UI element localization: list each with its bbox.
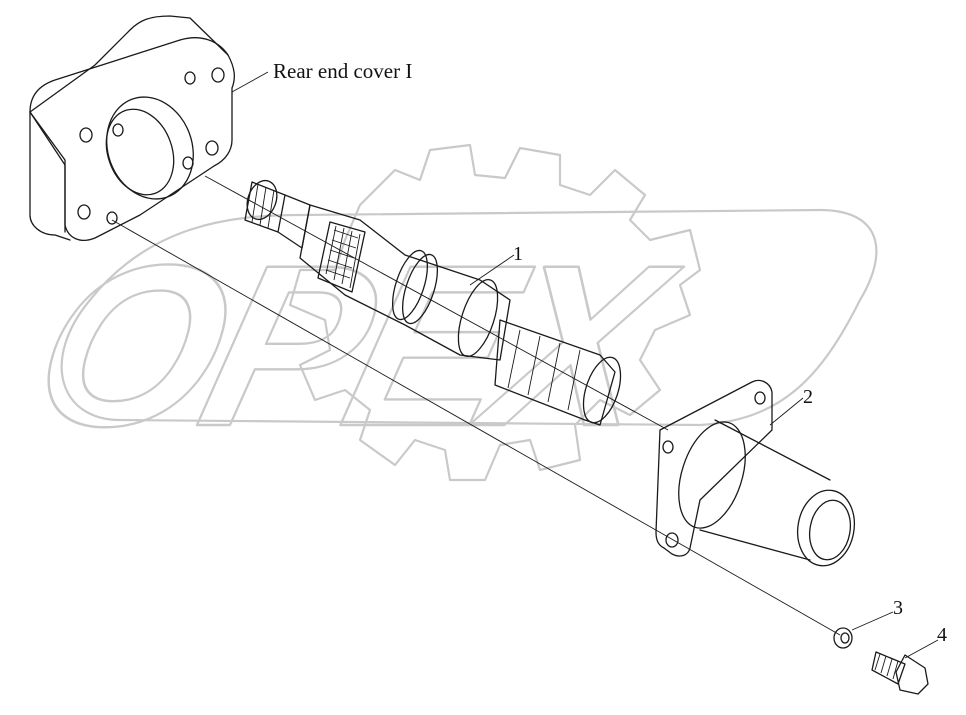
cover-top-face: [29, 15, 229, 113]
sleeve-hole-top-right: [754, 391, 766, 405]
shaft-step: [457, 278, 499, 358]
shaft-right-spline-teeth: [507, 329, 581, 411]
cover-hole-6: [77, 204, 91, 220]
bolt-shank: [871, 651, 906, 685]
sleeve-tube: [699, 419, 831, 561]
shaft-ring-groove-2: [401, 253, 439, 325]
leader-part-1: [469, 254, 515, 286]
cover-bore-inner: [105, 108, 175, 196]
label-part-1: 1: [513, 243, 523, 265]
sleeve-hole-top-left: [662, 440, 674, 454]
watermark-outer-ellipse: [60, 208, 878, 427]
sleeve-end-outer: [796, 489, 856, 567]
cover-hole-8: [112, 123, 124, 137]
cover-hole-7: [106, 211, 118, 225]
sleeve-neck-ring: [678, 421, 746, 529]
leader-rear-cover: [231, 71, 269, 93]
cover-hole-1: [184, 71, 196, 85]
label-part-4: 4: [937, 624, 947, 646]
cover-hole-4: [182, 156, 194, 170]
shaft-right-end-face: [582, 356, 622, 424]
label-part-2: 2: [803, 386, 813, 408]
leader-part-2: [769, 397, 804, 426]
sleeve-hole-bottom-left: [665, 532, 679, 548]
cover-front-face: [29, 37, 235, 241]
cover-hole-2: [211, 67, 225, 83]
cover-hole-3: [205, 140, 219, 156]
assembly-axis-bolt: [111, 219, 841, 636]
cover-bore: [106, 96, 194, 200]
rear-end-cover: [29, 15, 235, 241]
shaft-ring-groove-1: [391, 249, 429, 321]
bolt-head: [895, 654, 929, 695]
watermark-text: OPEX: [12, 218, 697, 474]
watermark-gear: [288, 143, 702, 482]
washer-inner: [840, 632, 850, 644]
sleeve-end-inner: [808, 499, 852, 561]
assembly-axis-shaft: [204, 175, 669, 431]
sleeve-flange: [655, 379, 773, 557]
label-rear-end-cover: Rear end cover I: [273, 59, 412, 83]
leader-part-3: [851, 611, 894, 631]
bolt-thread: [874, 653, 899, 680]
label-part-3: 3: [893, 597, 903, 619]
shaft-left-end-face: [246, 179, 278, 221]
cover-side-edge: [29, 111, 71, 241]
shaft-knurl-band: [317, 221, 366, 293]
splined-shaft: [244, 179, 622, 426]
cover-left-face: [29, 111, 66, 233]
bolt: [871, 651, 929, 695]
cover-hole-5: [79, 127, 93, 143]
washer-outer: [833, 627, 853, 649]
washer: [833, 627, 853, 649]
shaft-right-spline: [494, 319, 616, 426]
flanged-sleeve: [655, 379, 856, 567]
watermark-logo: OPEX: [11, 143, 878, 482]
shaft-knurl-pattern: [325, 225, 361, 289]
leader-part-4: [904, 639, 939, 659]
